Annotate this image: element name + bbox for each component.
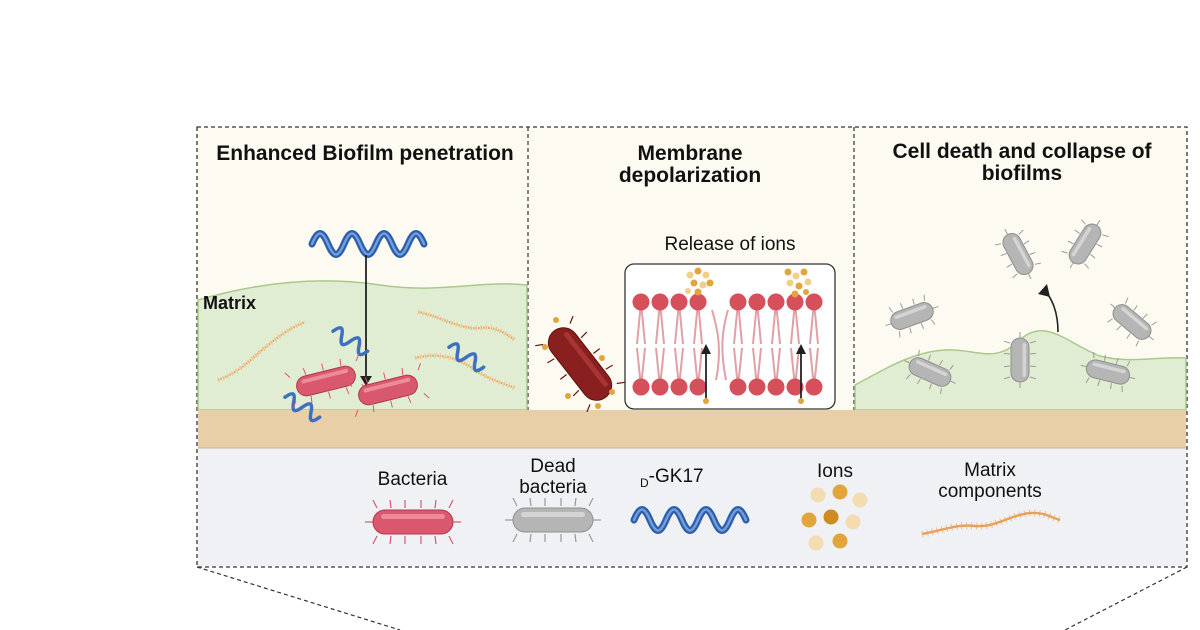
arrow-head-icon <box>1038 284 1050 297</box>
arrow-head-icon <box>360 376 372 386</box>
zoom-line-left <box>196 566 401 630</box>
depolarized-bacterium <box>535 315 625 413</box>
bacterium <box>346 363 430 417</box>
legend-dead-bacteria-icon <box>505 497 601 543</box>
legend-bacteria-label: Bacteria <box>377 469 448 490</box>
dead-bacterium <box>1003 332 1037 388</box>
peptide-name: -GK17 <box>648 466 704 487</box>
legend-ions-label: Ions <box>817 461 853 482</box>
ion-release-arrow <box>701 344 711 404</box>
substrate-layer <box>198 410 1186 448</box>
dead-bacterium <box>1080 351 1136 393</box>
panel-title-cell-death: Cell death and collapse of biofilms <box>892 140 1152 185</box>
peptide-prefix: D <box>640 475 649 490</box>
dead-bacterium <box>994 229 1042 279</box>
legend-bacteria-icon <box>365 499 461 545</box>
legend-area <box>198 448 1186 566</box>
matrix-label: Matrix <box>203 293 257 313</box>
legend-matrix-components-label: Matrix components <box>938 460 1042 502</box>
membrane-pore <box>711 309 729 381</box>
legend-dead-bacteria-label: Dead bacteria <box>519 456 587 498</box>
panel-title-penetration: Enhanced Biofilm penetration <box>216 142 514 165</box>
ion-release-arrow <box>796 344 806 404</box>
bacterium <box>284 354 368 408</box>
dead-bacterium <box>885 294 939 338</box>
legend-ions-icon <box>801 484 868 551</box>
released-ions-icon <box>784 268 812 298</box>
released-ions-icon <box>685 267 714 296</box>
zoom-line-right <box>1064 566 1188 630</box>
release-of-ions-label: Release of ions <box>664 234 796 255</box>
matrix-region-1 <box>197 280 528 411</box>
legend-matrix-component-icon <box>921 509 1062 538</box>
panel-title-depolarization: Membrane depolarization <box>618 142 762 187</box>
ion-cluster-icon <box>542 317 615 409</box>
dead-bacterium <box>904 349 956 395</box>
dead-bacterium <box>1061 219 1109 269</box>
dead-bacterium <box>1107 297 1157 347</box>
dead-bacteria-group <box>885 219 1157 395</box>
legend-peptide-label: D-GK17 <box>640 466 750 494</box>
